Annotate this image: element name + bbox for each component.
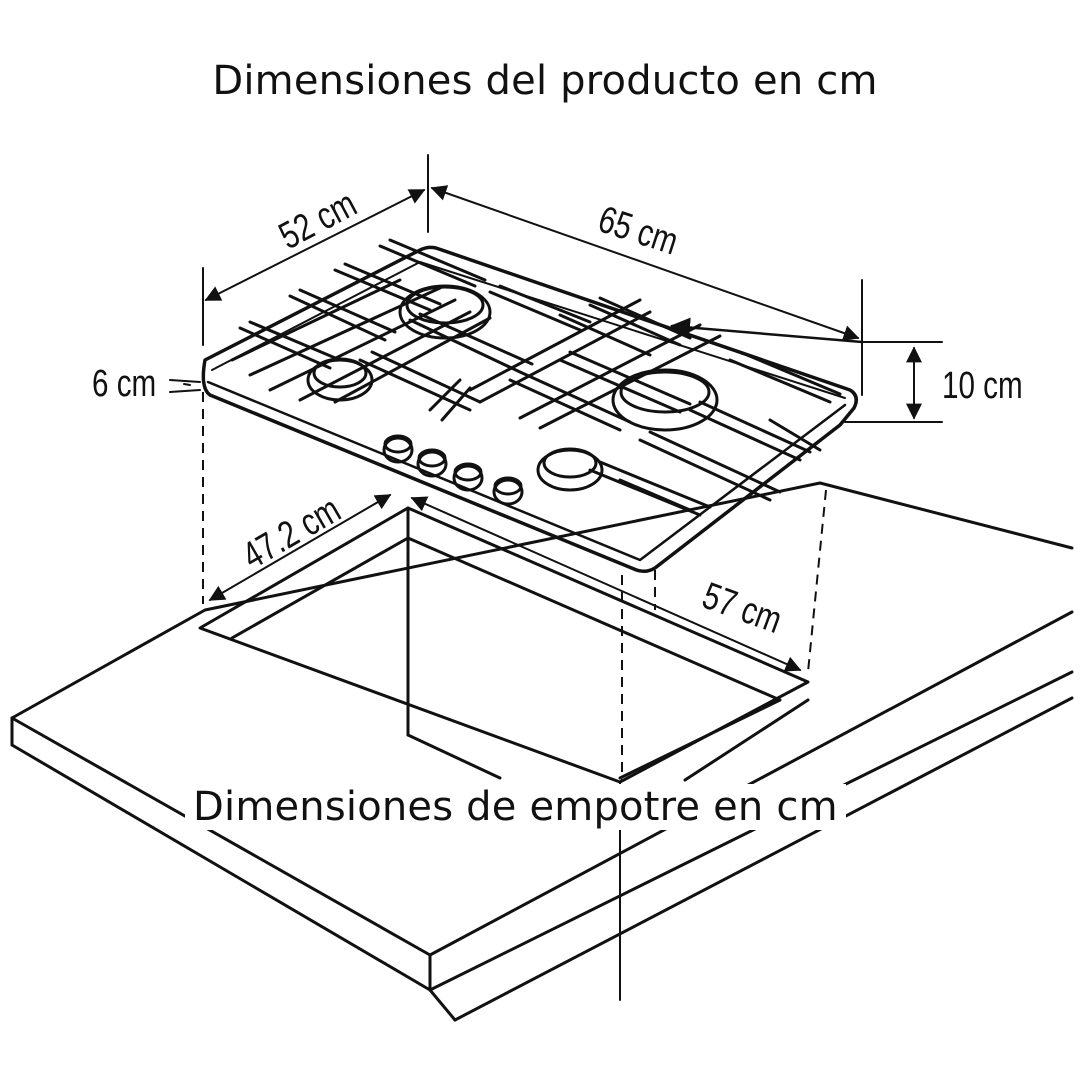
label-cutout-width: 57 cm [697, 575, 787, 642]
dimension-arrows [183, 185, 922, 672]
dim-arrow-depth [204, 189, 426, 301]
dim-arrow-width [430, 185, 860, 341]
label-total-height: 10 cm [942, 365, 1023, 407]
knob-2 [416, 450, 448, 478]
dim-arrow-cutout-depth [208, 494, 392, 601]
control-knobs [382, 434, 524, 506]
knob-3 [452, 464, 484, 492]
burner-back-right [611, 368, 719, 432]
cutout-dimensions-title: Dimensiones de empotre en cm [185, 784, 846, 830]
dim-arrow-cutout-width [410, 496, 802, 672]
product-dimensions-title: Dimensiones del producto en cm [212, 58, 878, 104]
label-edge-height: 6 cm [92, 363, 156, 405]
countertop [10, 481, 1074, 1022]
label-cutout-depth: 47.2 cm [235, 488, 347, 577]
label-width: 65 cm [593, 198, 683, 263]
dim-tick-edge [183, 383, 191, 386]
knob-1 [382, 436, 414, 464]
label-depth: 52 cm [272, 183, 363, 258]
